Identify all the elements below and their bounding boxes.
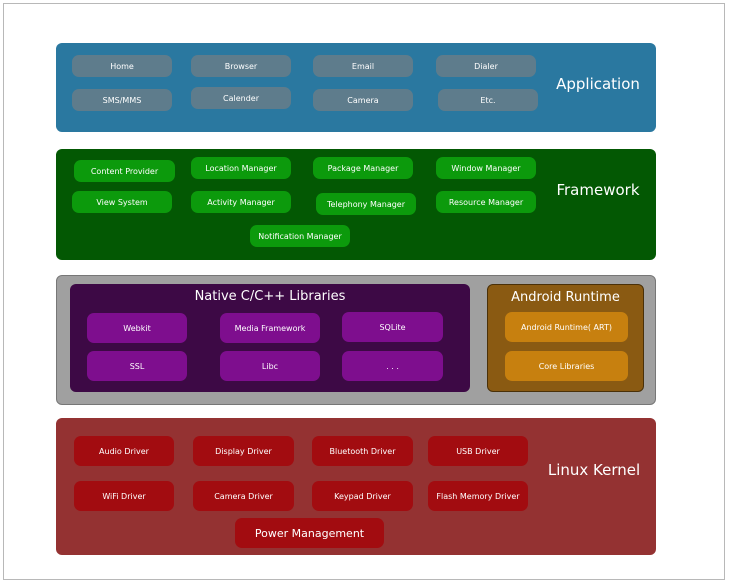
android-runtime-group: Android Runtime Android Runtime( ART) Co… — [487, 284, 644, 392]
framework-box: Notification Manager — [250, 225, 350, 247]
framework-box: Window Manager — [436, 157, 536, 179]
library-box: SSL — [87, 351, 187, 381]
android-runtime-title: Android Runtime — [511, 290, 620, 305]
framework-box: Activity Manager — [191, 191, 291, 213]
driver-box: Flash Memory Driver — [428, 481, 528, 511]
native-libraries-title: Native C/C++ Libraries — [194, 289, 346, 304]
driver-box: Camera Driver — [193, 481, 294, 511]
app-box: Camera — [313, 89, 413, 111]
framework-box: Resource Manager — [436, 191, 536, 213]
driver-box: USB Driver — [428, 436, 528, 466]
driver-box: Display Driver — [193, 436, 294, 466]
library-box: Libc — [220, 351, 320, 381]
framework-title: Framework — [556, 181, 640, 199]
framework-box: View System — [72, 191, 172, 213]
library-box: . . . — [342, 351, 443, 381]
app-box: Browser — [191, 55, 291, 77]
framework-box: Package Manager — [313, 157, 413, 179]
driver-box: WiFi Driver — [74, 481, 174, 511]
app-box: Home — [72, 55, 172, 77]
framework-box: Telephony Manager — [316, 193, 416, 215]
driver-box: Keypad Driver — [312, 481, 413, 511]
library-box: Webkit — [87, 313, 187, 343]
driver-box: Bluetooth Driver — [312, 436, 413, 466]
linux-kernel-layer: Audio Driver Display Driver Bluetooth Dr… — [56, 418, 656, 555]
application-title: Application — [556, 75, 640, 93]
driver-box: Audio Driver — [74, 436, 174, 466]
library-box: Media Framework — [220, 313, 320, 343]
frame — [3, 3, 725, 580]
runtime-box: Android Runtime( ART) — [505, 312, 628, 342]
app-box: Dialer — [436, 55, 536, 77]
native-libraries-group: Native C/C++ Libraries Webkit Media Fram… — [70, 284, 470, 392]
application-layer: Home Browser Email Dialer SMS/MMS Calend… — [56, 43, 656, 132]
power-management-box: Power Management — [235, 518, 384, 548]
linux-kernel-title: Linux Kernel — [547, 461, 641, 479]
app-box: Etc. — [438, 89, 538, 111]
app-box: Email — [313, 55, 413, 77]
framework-layer: Content Provider Location Manager Packag… — [56, 149, 656, 260]
library-box: SQLite — [342, 312, 443, 342]
app-box: Calender — [191, 87, 291, 109]
runtime-box: Core Libraries — [505, 351, 628, 381]
framework-box: Location Manager — [191, 157, 291, 179]
framework-box: Content Provider — [74, 160, 175, 182]
app-box: SMS/MMS — [72, 89, 172, 111]
libraries-runtime-layer: Native C/C++ Libraries Webkit Media Fram… — [56, 275, 656, 405]
